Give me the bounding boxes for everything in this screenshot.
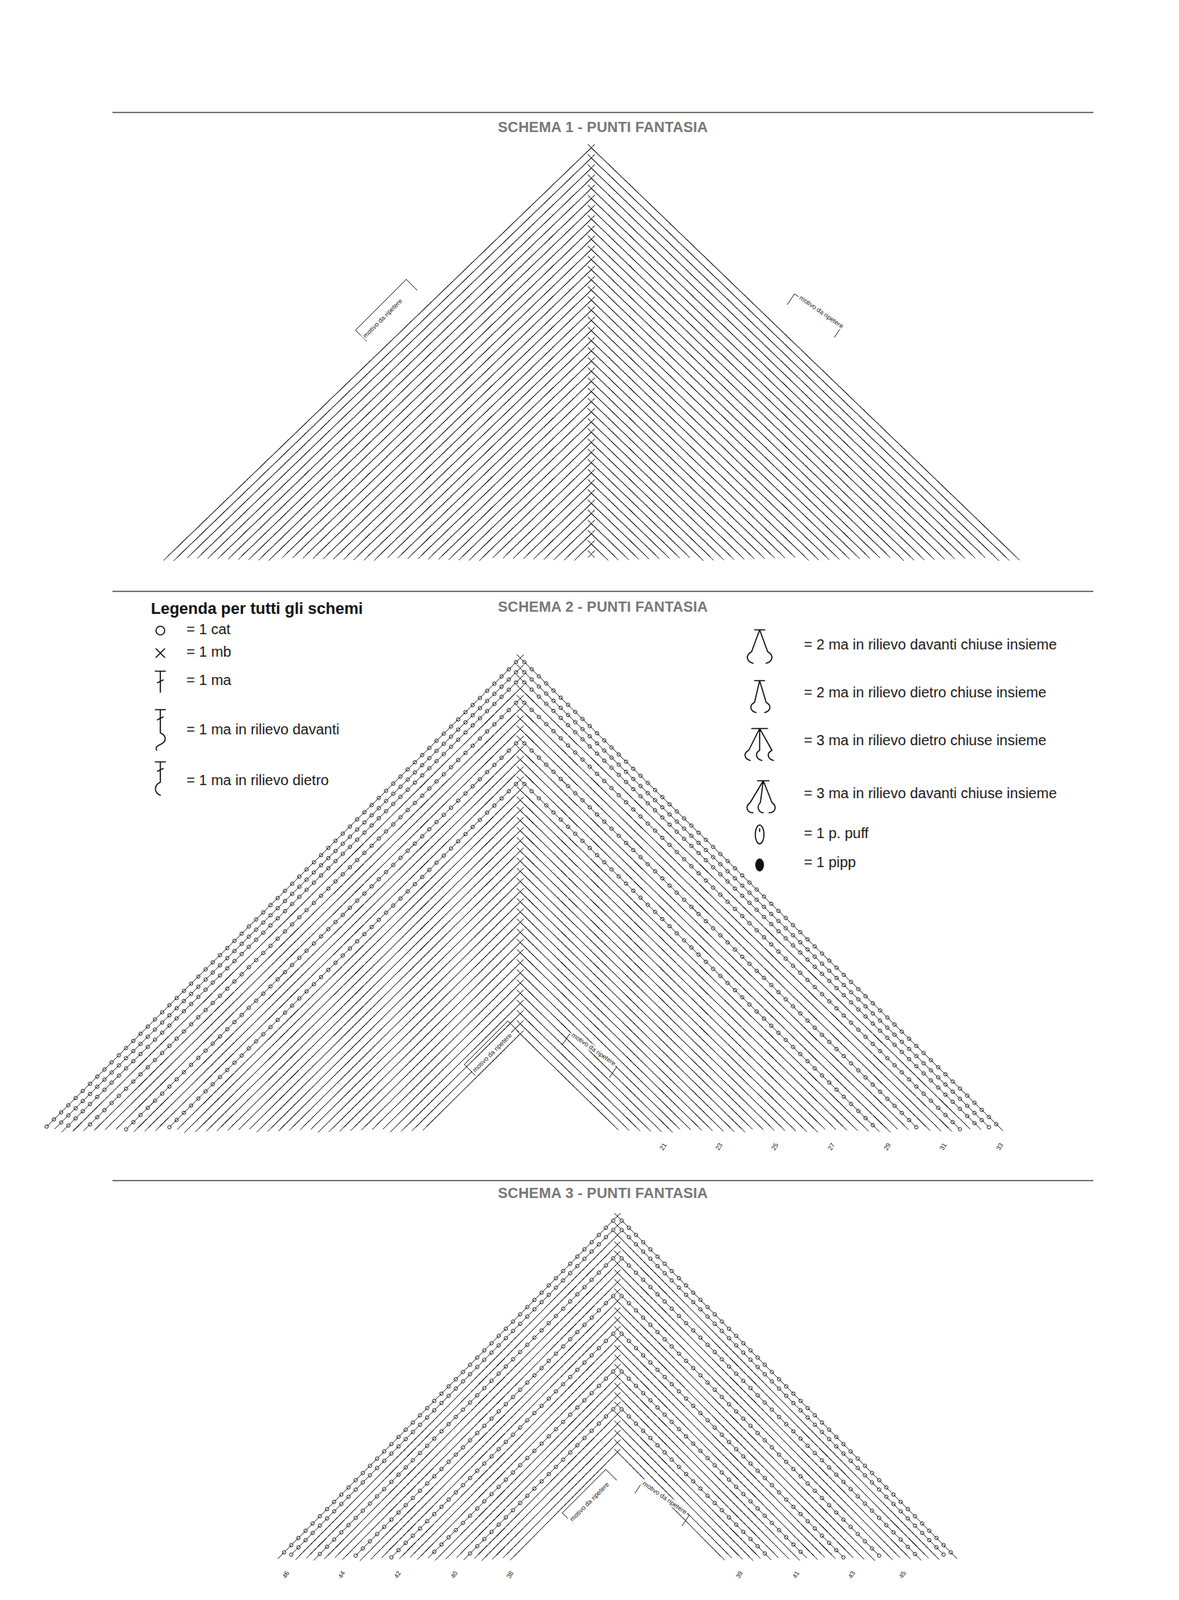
chart-title: SCHEMA 2 - PUNTI FANTASIA xyxy=(497,598,708,616)
repeat-bracket xyxy=(562,1469,617,1524)
bpdc3tog-symbol xyxy=(745,728,774,761)
row-number: 27 xyxy=(826,1141,837,1152)
legend-entry: = 1 pipp xyxy=(803,853,857,871)
row-number: 31 xyxy=(938,1141,949,1152)
section-rule xyxy=(112,590,1094,593)
stitch-rows xyxy=(163,144,1021,562)
repeat-label: motivo da ripetere xyxy=(470,1030,515,1075)
chart-title: SCHEMA 1 - PUNTI FANTASIA xyxy=(497,118,708,136)
repeat-label: motivo da ripetere xyxy=(568,1030,619,1068)
repeat-brackets xyxy=(355,279,842,1526)
chart-stitches xyxy=(44,144,1020,1561)
repeat-label: motivo da ripetere xyxy=(796,293,846,331)
row-number: 42 xyxy=(392,1569,403,1580)
chart-title: SCHEMA 3 - PUNTI FANTASIA xyxy=(497,1184,708,1202)
row-number: 21 xyxy=(658,1141,669,1152)
row-number: 40 xyxy=(449,1569,460,1580)
sc-symbol xyxy=(155,648,165,658)
section-rules xyxy=(112,112,1094,1181)
legend-entry: = 1 mb xyxy=(186,643,232,661)
row-number: 38 xyxy=(504,1569,516,1580)
row-number: 46 xyxy=(280,1569,291,1580)
stitch-rows xyxy=(44,654,1003,1133)
chain-symbol xyxy=(155,626,165,635)
bpdc2tog-symbol xyxy=(750,680,770,713)
fpdc-symbol xyxy=(155,709,166,751)
dc-symbol xyxy=(155,671,166,693)
row-number: 39 xyxy=(734,1569,745,1580)
legend-entry: = 1 ma in rilievo dietro xyxy=(186,771,329,789)
fpdc3tog-symbol xyxy=(747,780,776,813)
legend-heading: Legenda per tutti gli schemi xyxy=(150,599,363,619)
bpdc-symbol xyxy=(155,761,166,796)
puff-tip xyxy=(758,828,761,832)
legend-entry: = 2 ma in rilievo dietro chiuse insieme xyxy=(803,684,1047,701)
legend-entry: = 1 ma in rilievo davanti xyxy=(186,721,340,738)
row-number: 41 xyxy=(790,1569,801,1580)
section-rule xyxy=(112,1179,1094,1182)
row-number: 43 xyxy=(846,1569,857,1580)
repeat-label: motivo da ripetere xyxy=(639,1478,690,1517)
legend-entry: = 1 p. puff xyxy=(803,824,869,842)
row-number: 25 xyxy=(769,1141,780,1152)
legend-entry: = 1 ma xyxy=(186,671,232,689)
row-number: 29 xyxy=(882,1141,893,1152)
section-rule xyxy=(112,111,1094,114)
row-number: 45 xyxy=(897,1569,908,1580)
stitch-rows xyxy=(277,1213,957,1561)
repeat-bracket xyxy=(464,1020,519,1076)
row-number: 44 xyxy=(336,1569,347,1580)
legend-entry: = 1 cat xyxy=(186,621,231,638)
row-number: 23 xyxy=(713,1141,725,1152)
picot-symbol xyxy=(755,858,764,872)
row-number: 33 xyxy=(994,1141,1005,1152)
legend-entry: = 3 ma in rilievo davanti chiuse insieme xyxy=(803,785,1058,802)
legend-entry: = 2 ma in rilievo davanti chiuse insieme xyxy=(803,636,1058,653)
repeat-bracket xyxy=(355,279,418,342)
legend-symbols xyxy=(155,626,775,844)
puff-symbol xyxy=(755,824,764,844)
fpdc2tog-symbol xyxy=(747,629,772,664)
legend-entry: = 3 ma in rilievo dietro chiuse insieme xyxy=(803,732,1047,749)
